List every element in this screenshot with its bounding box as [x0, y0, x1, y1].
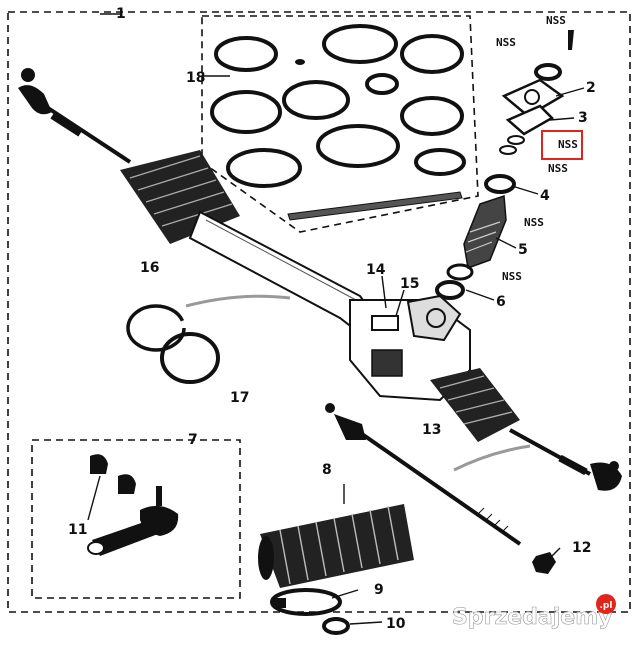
nss-label-4: NSS [548, 162, 568, 175]
nss-label-1: NSS [546, 14, 566, 27]
clip-10 [322, 617, 350, 635]
callout-12: 12 [572, 540, 591, 556]
nss-label-5: NSS [524, 216, 544, 229]
callout-18: 18 [186, 70, 205, 86]
callout-9: 9 [374, 582, 384, 598]
gasket-3 [505, 104, 555, 136]
nss-label-2: NSS [496, 36, 516, 49]
svg-text:.pl: .pl [600, 601, 613, 611]
callout-3: 3 [578, 110, 588, 126]
bolt-nss [568, 30, 574, 50]
seal-kit-strip [287, 191, 463, 221]
watermark-badge [596, 594, 616, 614]
seal-kit-rings [210, 24, 466, 188]
callout-8: 8 [322, 462, 332, 478]
svg-text:Sprzedajemy: Sprzedajemy [452, 605, 613, 630]
seal-4 [484, 174, 516, 194]
tie-rod-end-kit [87, 454, 179, 556]
callout-10: 10 [386, 616, 406, 632]
bellows-boot-8 [258, 504, 414, 588]
nss-label-3: NSS [558, 138, 578, 151]
seal-kit-small-seal [295, 59, 305, 65]
callout-13: 13 [422, 422, 441, 438]
assembly-boundary [7, 11, 631, 613]
pointer-13 [453, 444, 531, 472]
right-bellows-boot [430, 368, 520, 442]
pointer-16-17 [185, 294, 291, 308]
callout-5: 5 [518, 242, 528, 258]
leader-lines [87, 13, 585, 625]
callout-17: 17 [230, 390, 249, 406]
callout-2: 2 [586, 80, 596, 96]
pinion-5 [463, 194, 507, 270]
right-tie-rod-end [509, 428, 622, 491]
callout-14: 14 [366, 262, 386, 278]
callout-1: 1 [116, 6, 126, 22]
seal-kit-boundary [201, 15, 479, 233]
callout-7: 7 [188, 432, 198, 448]
callout-4: 4 [540, 188, 550, 204]
pinion-components [435, 30, 574, 300]
callout-15: 15 [400, 276, 419, 292]
o-ring-17 [160, 332, 220, 384]
callout-11: 11 [68, 522, 87, 538]
left-tie-rod-end [18, 68, 132, 164]
inner-tie-rod-13 [325, 403, 522, 546]
lock-ring-16 [126, 304, 186, 352]
callout-6: 6 [496, 294, 506, 310]
cover-plate-2 [501, 78, 565, 118]
seal-6 [435, 280, 465, 300]
clamp-9 [270, 588, 342, 616]
nss-highlight-box [541, 130, 583, 160]
watermark: Sprzedajemy .pl [452, 594, 616, 630]
callout-16: 16 [140, 260, 159, 276]
nss-label-6: NSS [502, 270, 522, 283]
tie-rod-end-kit-boundary [31, 439, 241, 599]
